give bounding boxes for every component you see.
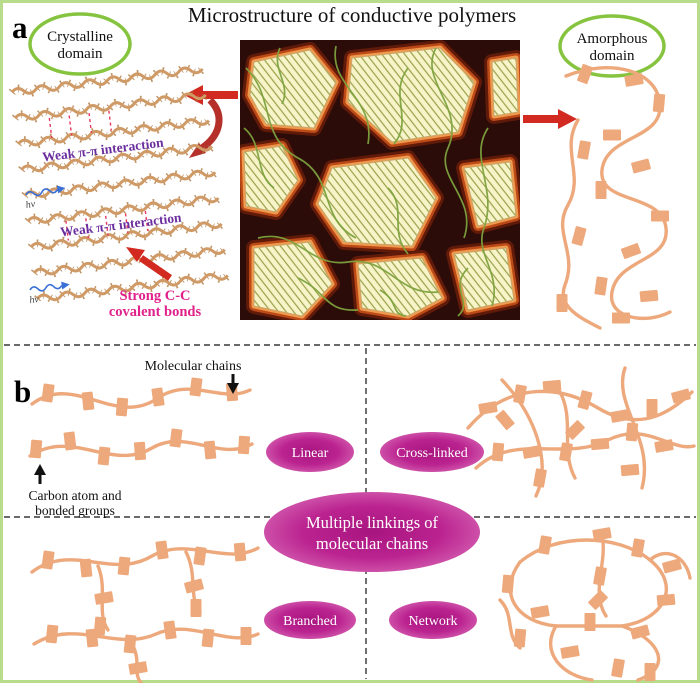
crystalline-structure xyxy=(12,66,229,302)
strong-cc-label-line2: covalent bonds xyxy=(109,304,202,320)
photon-arrow-2: hν xyxy=(29,281,70,306)
network-label: Network xyxy=(409,614,458,629)
cross-linked-label: Cross-linked xyxy=(396,446,468,461)
photon-arrow-1: hν xyxy=(25,185,66,212)
crystalline-ellipse xyxy=(28,12,132,76)
figure-title: Microstructure of conductive polymers xyxy=(188,3,516,27)
network-chains-drawing xyxy=(498,527,692,682)
multiple-linkings-line2: molecular chains xyxy=(316,534,428,553)
branched-chains-drawing xyxy=(30,540,260,683)
linear-badge: Linear xyxy=(266,432,354,472)
strong-cc-label-line1: Strong C-C xyxy=(119,288,190,304)
linear-label: Linear xyxy=(292,446,329,461)
amorphous-domain-badge: Amorphous domain xyxy=(558,14,666,78)
red-arrow-right-icon xyxy=(523,109,577,129)
carbon-atom-annotation: Carbon atom and bonded groups xyxy=(29,464,122,518)
crystalline-label-line1: Crystalline xyxy=(47,29,113,45)
multiple-linkings-line1: Multiple linkings of xyxy=(306,513,439,532)
panel-a-label: a xyxy=(12,10,28,45)
hv-label-1: hν xyxy=(25,199,37,212)
down-arrow-icon xyxy=(227,383,239,394)
amorphous-label-line2: domain xyxy=(590,48,635,64)
carbon-atom-label-line1: Carbon atom and xyxy=(29,488,122,503)
linear-chains-drawing xyxy=(28,377,254,466)
network-badge: Network xyxy=(389,601,477,639)
cross-linked-badge: Cross-linked xyxy=(380,432,484,472)
red-curved-arrow-icon xyxy=(189,97,223,158)
strong-cc-annotation: Strong C-C covalent bonds xyxy=(109,247,202,320)
amorphous-green-chains xyxy=(243,45,495,317)
branched-badge: Branched xyxy=(264,601,356,639)
crystalline-domain-badge: Crystalline domain xyxy=(28,12,132,76)
up-arrow-icon xyxy=(34,464,46,475)
carbon-atom-label-line2: bonded groups xyxy=(35,503,115,518)
hv-label-2: hν xyxy=(29,294,40,306)
panel-b: b Molecular chains xyxy=(4,344,696,683)
panel-b-label: b xyxy=(14,374,31,409)
amorphous-structure xyxy=(556,63,672,330)
molecular-chains-label: Molecular chains xyxy=(145,359,242,374)
branched-label: Branched xyxy=(283,614,337,629)
amorphous-ellipse xyxy=(558,14,666,78)
panel-a: Microstructure of conductive polymers a … xyxy=(12,3,672,330)
crystalline-label-line2: domain xyxy=(58,46,103,62)
strong-cc-arrow-icon xyxy=(126,247,145,262)
micrograph-image xyxy=(240,40,520,320)
cross-linked-chains-drawing xyxy=(466,366,696,498)
multiple-linkings-badge: Multiple linkings of molecular chains xyxy=(264,492,480,572)
amorphous-label-line1: Amorphous xyxy=(577,31,648,47)
molecular-chains-annotation: Molecular chains xyxy=(145,359,242,394)
